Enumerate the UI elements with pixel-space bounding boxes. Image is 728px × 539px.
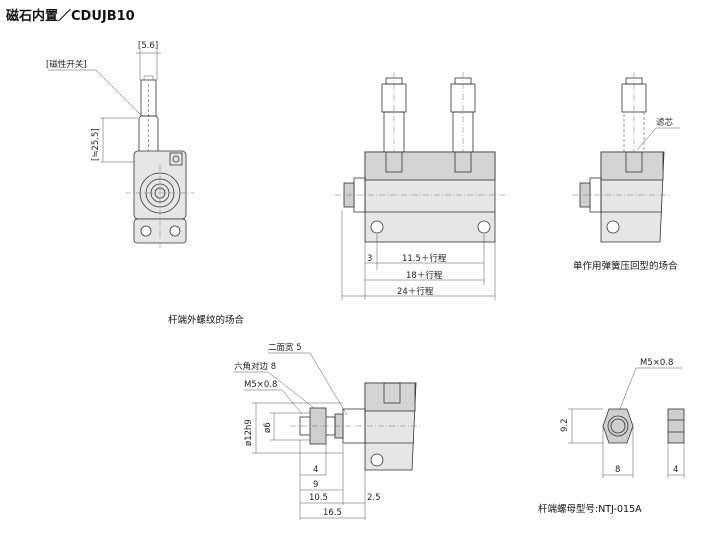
dim-18-label: 18＋行程 bbox=[406, 270, 443, 281]
hex-across-flats-label: 六角对边 8 bbox=[234, 361, 276, 372]
rod-end-nut-view: M5×0.8 9.2 8 4 杆端螺母型号:NTJ-015A bbox=[538, 358, 685, 515]
dim-4-right-label: 4 bbox=[673, 465, 678, 475]
dim-3-label: 3 bbox=[367, 254, 372, 264]
dia-6-label: ø6 bbox=[263, 422, 273, 433]
magnetic-switch-label: [磁性开关] bbox=[46, 59, 87, 70]
dim-9-label: 9 bbox=[313, 480, 318, 490]
dim-11-5-label: 11.5＋行程 bbox=[402, 253, 447, 264]
side-view: 3 11.5＋行程 18＋行程 24＋行程 bbox=[335, 72, 505, 300]
filter-label: 滤芯 bbox=[656, 117, 674, 128]
rod-end-thread-view: 二面宽 5 六角对边 8 M5×0.8 ø12h9 ø6 bbox=[234, 342, 420, 520]
switch-height-label: [≒25.5] bbox=[91, 128, 101, 161]
dim-9-2-label: 9.2 bbox=[560, 418, 570, 432]
dim-4-left-label: 4 bbox=[313, 465, 318, 475]
page-title: 磁石内置／CDUJB10 bbox=[6, 9, 135, 24]
width-across-flats-label: 二面宽 5 bbox=[268, 342, 302, 353]
dim-2-5-label: 2.5 bbox=[367, 493, 381, 503]
nut-caption: 杆端螺母型号:NTJ-015A bbox=[538, 503, 642, 515]
dim-10-5-label: 10.5 bbox=[309, 493, 328, 503]
rod-thread-caption: 杆端外螺纹的场合 bbox=[168, 314, 245, 326]
dim-24-label: 24＋行程 bbox=[397, 286, 434, 297]
switch-width-label: [5.6] bbox=[138, 41, 158, 51]
m5-right-label: M5×0.8 bbox=[640, 358, 673, 368]
m5-left-label: M5×0.8 bbox=[244, 380, 277, 390]
single-acting-view: 滤芯 单作用弹簧压回型的场合 bbox=[572, 72, 680, 272]
dim-16-5-label: 16.5 bbox=[323, 508, 342, 518]
dia-12h9-label: ø12h9 bbox=[244, 419, 254, 446]
end-view: [5.6] [磁性开关] [≒25.5] bbox=[46, 41, 195, 250]
single-acting-caption: 单作用弹簧压回型的场合 bbox=[573, 260, 678, 272]
dim-8-label: 8 bbox=[615, 465, 620, 475]
